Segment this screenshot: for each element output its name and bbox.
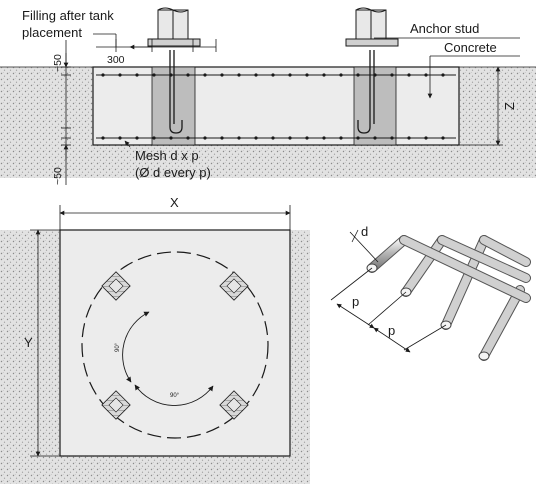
rebar-dot	[118, 73, 122, 77]
section-view: Filling after tank placement 300 Anchor …	[0, 7, 536, 185]
rebar-dot	[135, 136, 139, 140]
rebar-dot	[220, 136, 224, 140]
rebar-dot	[322, 73, 326, 77]
rebar-dot	[390, 73, 394, 77]
rebar-dot	[288, 73, 292, 77]
tank-leg-right	[345, 7, 399, 47]
concrete-slab	[92, 66, 460, 146]
depth-label: Z	[502, 102, 517, 110]
rebar-dot	[254, 73, 258, 77]
rebar-dot	[271, 136, 275, 140]
cover-dimension	[61, 40, 71, 185]
angle-arc-bottom	[134, 384, 214, 406]
spacing-label: 300	[107, 54, 125, 66]
rebar-dot	[390, 136, 394, 140]
pitch-label-2: p	[388, 323, 395, 338]
rebar-dot	[441, 73, 445, 77]
lower-bars	[399, 235, 531, 303]
rebar-dots	[101, 73, 445, 140]
rebar-dot	[237, 136, 241, 140]
filling-label-line1: Filling after tank	[22, 8, 114, 23]
rebar-dot	[118, 136, 122, 140]
rebar-dot	[186, 136, 190, 140]
anchor-stud-right	[357, 50, 375, 134]
pitch-label-1: p	[352, 294, 359, 309]
anchor-pad-sw	[101, 390, 131, 420]
angle-left-label: 90°	[115, 342, 121, 352]
anchor-block-right	[353, 66, 397, 146]
rebar-dot	[220, 73, 224, 77]
rebar-dot	[101, 73, 105, 77]
rebar-dot	[339, 136, 343, 140]
rebar-dot	[373, 136, 377, 140]
width-dimension	[59, 205, 291, 230]
rebar-dot	[152, 136, 156, 140]
rebar-dot	[305, 136, 309, 140]
rebar-dot	[407, 73, 411, 77]
anchor-circle	[81, 251, 269, 439]
angle-arc-left	[122, 311, 150, 383]
height-label: Y	[24, 335, 33, 350]
rebar-dot	[407, 136, 411, 140]
mesh-dimensions	[330, 229, 447, 353]
rebar-dot	[186, 73, 190, 77]
tank-leg-left	[147, 7, 201, 47]
rebar-dot	[152, 73, 156, 77]
rebar-dot	[322, 136, 326, 140]
rebar-dot	[203, 73, 207, 77]
cover-bottom-label: ~50	[52, 167, 64, 185]
rebar-dot	[424, 73, 428, 77]
rebar-dot	[254, 136, 258, 140]
anchor-stud-left	[169, 50, 183, 134]
width-label: X	[170, 195, 179, 210]
rebar-dot	[356, 73, 360, 77]
rebar-dot	[441, 136, 445, 140]
plan-view: X Y 90° 90°	[0, 195, 310, 484]
mesh-detail: d p p	[330, 224, 531, 361]
mesh-label-line1: Mesh d x p	[135, 148, 199, 163]
diameter-label: d	[361, 224, 368, 239]
rebar-dot	[288, 136, 292, 140]
rebar-dot	[203, 136, 207, 140]
plan-slab	[59, 229, 291, 457]
anchor-pad-nw	[101, 271, 131, 301]
anchor-pad-ne	[219, 271, 249, 301]
mesh-label-line2: (Ø d every p)	[135, 165, 211, 180]
rebar-dot	[135, 73, 139, 77]
height-dimension	[30, 229, 60, 457]
filling-label-line2: placement	[22, 25, 82, 40]
cover-top-label: ~50	[52, 54, 64, 72]
depth-dimension	[459, 66, 503, 146]
rebar-dot	[424, 136, 428, 140]
concrete-label: Concrete	[444, 40, 497, 55]
anchor-stud-label: Anchor stud	[410, 21, 479, 36]
rebar-dot	[169, 136, 173, 140]
rebar-dot	[271, 73, 275, 77]
rebar-dot	[101, 136, 105, 140]
rebar-dot	[339, 73, 343, 77]
angle-bottom-label: 90°	[170, 393, 180, 399]
rebar-dot	[237, 73, 241, 77]
rebar-dot	[305, 73, 309, 77]
rebar-dot	[356, 136, 360, 140]
anchor-pad-se	[219, 390, 249, 420]
